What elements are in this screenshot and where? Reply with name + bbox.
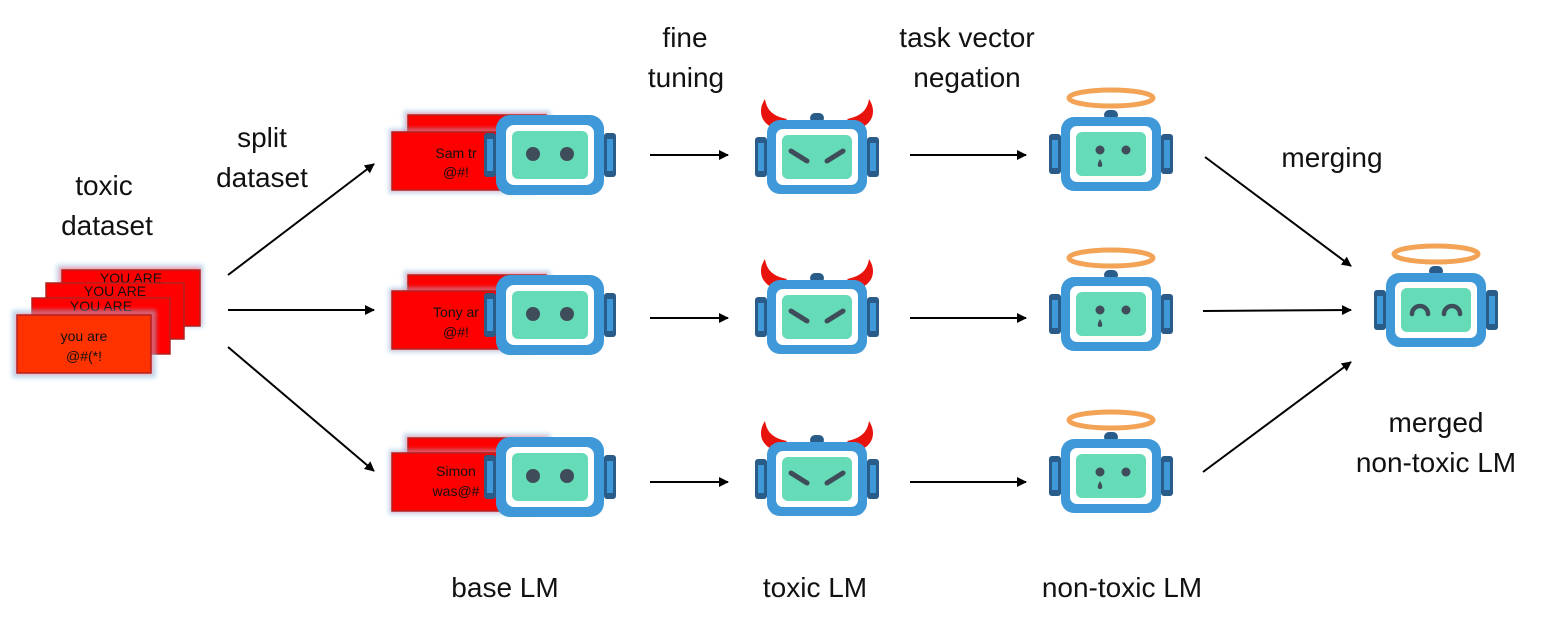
split-dataset-label-line-1: split: [237, 122, 287, 153]
toxic-lm-robot-middle: [755, 259, 879, 354]
split-card-middle-line-2: @#!: [443, 324, 469, 340]
toxic-lm-robot-bottom: [755, 421, 879, 516]
arrow-split-bottom: [227, 346, 375, 472]
toxic-dataset-stack: YOU ARE YOU ARE YOU ARE you are @#(*!: [12, 264, 204, 378]
arrow-merge-top: [1204, 156, 1352, 267]
non-toxic-lm-label: non-toxic LM: [1042, 572, 1202, 603]
merged-non-toxic-lm-robot: [1374, 246, 1498, 347]
split-card-middle-line-1: Tony ar: [433, 304, 479, 320]
base-lm-robot-bottom: [484, 437, 616, 517]
stack-card-front-line-1: you are: [61, 328, 108, 344]
non-toxic-lm-robot-middle: [1049, 250, 1173, 351]
toxic-dataset-label-line-1: toxic: [75, 170, 133, 201]
arrow-merge-bottom: [1202, 361, 1352, 473]
task-vector-negation-label-line-2: negation: [913, 62, 1020, 93]
split-card-bottom-line-1: Simon: [436, 463, 476, 479]
merged-lm-label-line-2: non-toxic LM: [1356, 447, 1516, 478]
stack-card-front-line-2: @#(*!: [66, 348, 102, 364]
merged-lm-label-line-1: merged: [1389, 407, 1484, 438]
flow-arrows: [227, 150, 1352, 487]
base-lm-robot-top: [484, 115, 616, 195]
non-toxic-lm-robot-top: [1049, 90, 1173, 191]
fine-tuning-label-line-1: fine: [662, 22, 707, 53]
arrow-split-top: [227, 163, 375, 276]
split-card-top-line-2: @#!: [443, 164, 469, 180]
split-dataset-label-line-2: dataset: [216, 162, 308, 193]
stack-card-back-text: YOU ARE: [100, 270, 162, 286]
toxic-lm-label: toxic LM: [763, 572, 867, 603]
toxic-lm-robot-top: [755, 99, 879, 194]
toxic-dataset-label-line-2: dataset: [61, 210, 153, 241]
base-lm-label: base LM: [451, 572, 558, 603]
merging-label: merging: [1281, 142, 1382, 173]
non-toxic-lm-robot-bottom: [1049, 412, 1173, 513]
stack-card-back-text: YOU ARE: [84, 283, 146, 299]
task-vector-negation-label-line-1: task vector: [899, 22, 1034, 53]
fine-tuning-label-line-2: tuning: [648, 62, 724, 93]
arrow-merge-middle: [1202, 305, 1352, 316]
split-card-top-line-1: Sam tr: [435, 145, 477, 161]
base-lm-robot-middle: [484, 275, 616, 355]
split-card-bottom-line-2: was@#: [432, 483, 480, 499]
